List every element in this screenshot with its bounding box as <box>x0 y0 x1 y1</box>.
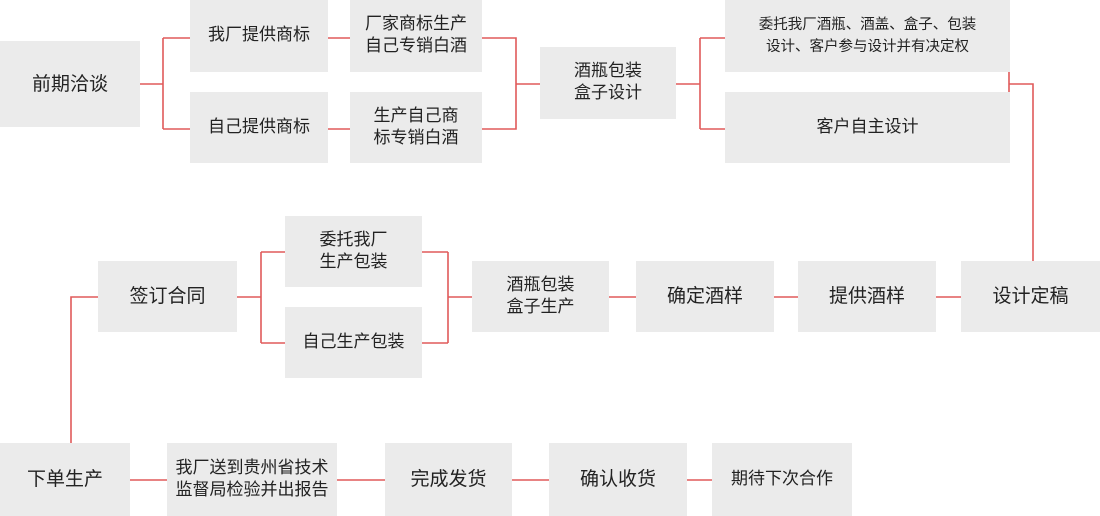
connector-contract-branch <box>237 251 285 344</box>
step-packaging-production: 酒瓶包装 盒子生产 <box>472 261 609 332</box>
step-own-brand: 自己提供商标 <box>190 92 328 163</box>
step-confirm-receipt: 确认收货 <box>549 443 687 516</box>
connector-contract-to-order <box>70 296 98 443</box>
step-place-order: 下单生产 <box>0 443 130 516</box>
step-confirm-sample: 确定酒样 <box>636 261 774 332</box>
connector-merge-to-design <box>482 37 540 130</box>
connector-start-branch <box>140 37 190 130</box>
step-sign-contract: 签订合同 <box>98 261 237 332</box>
step-factory-brand-result: 厂家商标生产 自己专销白酒 <box>350 0 482 72</box>
step-packaging-design: 酒瓶包装 盒子设计 <box>540 47 676 119</box>
step-next-cooperation: 期待下次合作 <box>712 443 852 516</box>
connector-design-branch <box>676 37 725 130</box>
step-self-design: 客户自主设计 <box>725 92 1010 163</box>
step-entrust-production: 委托我厂 生产包装 <box>285 216 422 287</box>
step-finalize-design: 设计定稿 <box>961 261 1100 332</box>
step-ship: 完成发货 <box>385 443 512 516</box>
step-inspection: 我厂送到贵州省技术 监督局检验并出报告 <box>167 443 337 516</box>
step-initial-negotiation: 前期洽谈 <box>0 41 140 127</box>
step-entrust-design: 委托我厂酒瓶、酒盖、盒子、包装 设计、客户参与设计并有决定权 <box>725 0 1010 72</box>
step-provide-sample: 提供酒样 <box>798 261 936 332</box>
step-self-production: 自己生产包装 <box>285 307 422 378</box>
connector-merge-to-finalize <box>1008 37 1034 261</box>
connector-production-branch <box>422 251 472 344</box>
step-factory-provides-brand: 我厂提供商标 <box>190 0 328 72</box>
step-own-brand-result: 生产自己商 标专销白酒 <box>350 92 482 163</box>
